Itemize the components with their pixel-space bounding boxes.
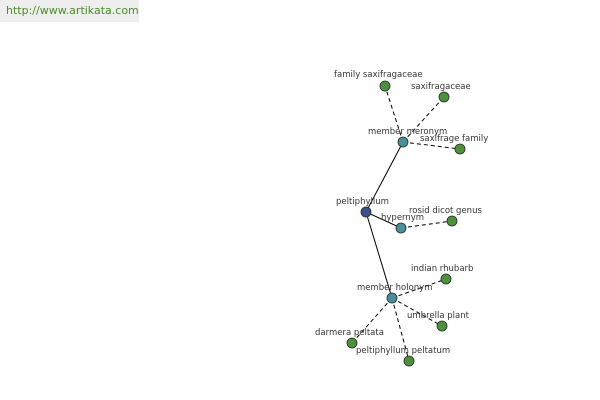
edge-member-meronym-to-family-saxifragaceae <box>384 85 404 143</box>
node-label-saxifrage-family: saxifrage family <box>420 134 488 144</box>
edge-member-holonym-to-umbrella-plant <box>391 297 443 327</box>
graph-edges <box>351 85 461 362</box>
edge-hypernym-to-rosid-dicot-genus <box>400 220 453 229</box>
graph-nodes: peltiphyllum member meronym hypernym member… <box>315 70 488 367</box>
edge-peltiphyllum-to-member-meronym <box>365 141 404 213</box>
node-dot-family-saxifragaceae[interactable] <box>379 80 391 92</box>
node-dot-saxifragaceae[interactable] <box>438 91 450 103</box>
edge-peltiphyllum-to-hypernym <box>365 211 402 229</box>
node-dot-saxifrage-family[interactable] <box>454 143 466 155</box>
node-saxifragaceae[interactable]: saxifragaceae <box>411 82 471 103</box>
node-saxifrage-family[interactable]: saxifrage family <box>420 134 488 155</box>
node-rosid-dicot-genus[interactable]: rosid dicot genus <box>409 206 482 227</box>
node-label-member-holonym: member holonym <box>357 283 432 293</box>
node-indian-rhubarb[interactable]: indian rhubarb <box>411 264 473 285</box>
node-peltiphyllum-peltatum[interactable]: peltiphyllum peltatum <box>356 346 450 367</box>
edge-member-holonym-to-indian-rhubarb <box>391 278 447 299</box>
node-member-holonym[interactable]: member holonym <box>357 283 432 304</box>
node-label-darmera-peltata: darmera peltata <box>315 328 384 338</box>
node-darmera-peltata[interactable]: darmera peltata <box>315 328 384 349</box>
node-label-saxifragaceae: saxifragaceae <box>411 82 471 92</box>
edge-member-holonym-to-darmera-peltata <box>351 297 393 344</box>
edge-member-meronym-to-saxifragaceae <box>402 96 445 143</box>
node-dot-hypernym[interactable] <box>395 222 407 234</box>
node-peltiphyllum[interactable]: peltiphyllum <box>336 197 389 218</box>
node-member-meronym[interactable]: member meronym <box>368 127 447 148</box>
node-label-peltiphyllum: peltiphyllum <box>336 197 389 207</box>
edge-peltiphyllum-to-member-holonym <box>365 211 393 299</box>
node-dot-member-holonym[interactable] <box>386 292 398 304</box>
node-umbrella-plant[interactable]: umbrella plant <box>407 311 470 332</box>
node-dot-umbrella-plant[interactable] <box>436 320 448 332</box>
node-label-peltiphyllum-peltatum: peltiphyllum peltatum <box>356 346 450 356</box>
node-hypernym[interactable]: hypernym <box>381 213 424 234</box>
node-dot-indian-rhubarb[interactable] <box>440 273 452 285</box>
edge-member-holonym-to-peltiphyllum-peltatum <box>391 297 410 362</box>
edge-member-meronym-to-saxifrage-family <box>402 141 461 150</box>
node-family-saxifragaceae[interactable]: family saxifragaceae <box>334 70 423 92</box>
node-dot-rosid-dicot-genus[interactable] <box>446 215 458 227</box>
node-dot-darmera-peltata[interactable] <box>346 337 358 349</box>
node-dot-peltiphyllum[interactable] <box>360 206 372 218</box>
node-label-hypernym: hypernym <box>381 213 424 223</box>
node-dot-peltiphyllum-peltatum[interactable] <box>403 355 415 367</box>
artikata-url-link[interactable]: http://www.artikata.com <box>0 0 139 22</box>
node-label-indian-rhubarb: indian rhubarb <box>411 264 473 274</box>
node-label-family-saxifragaceae: family saxifragaceae <box>334 70 423 80</box>
node-label-umbrella-plant: umbrella plant <box>407 311 470 321</box>
node-label-member-meronym: member meronym <box>368 127 447 137</box>
node-dot-member-meronym[interactable] <box>397 136 409 148</box>
node-label-rosid-dicot-genus: rosid dicot genus <box>409 206 482 216</box>
